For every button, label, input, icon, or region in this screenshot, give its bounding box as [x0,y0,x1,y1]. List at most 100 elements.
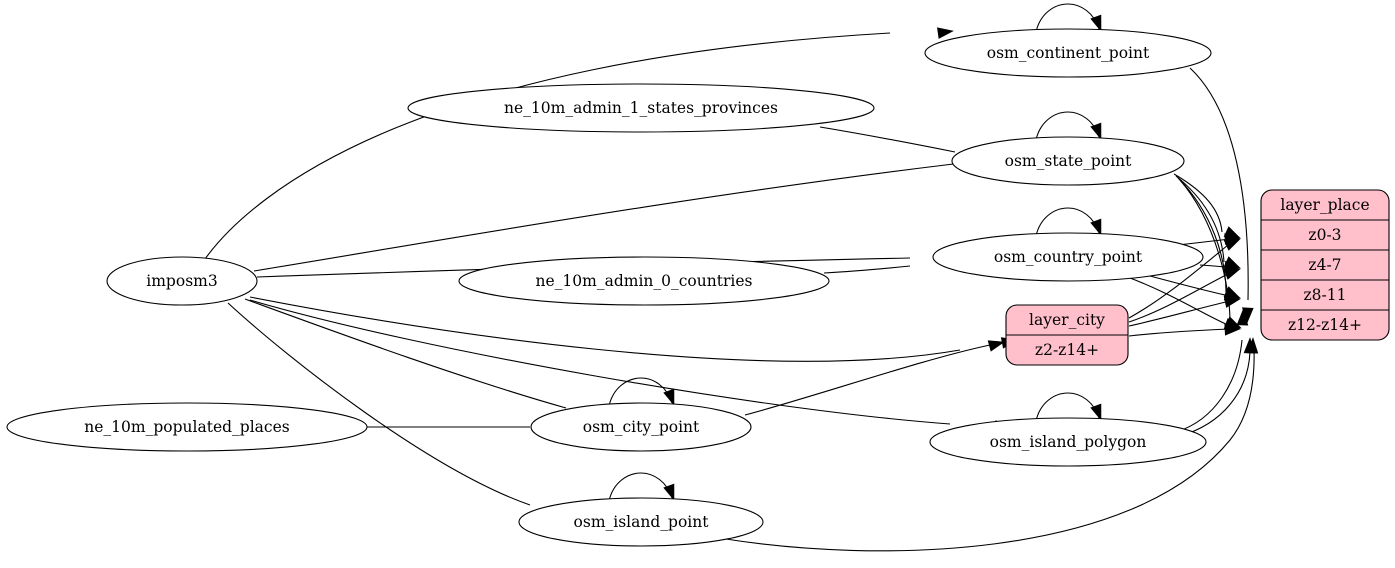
edge-path [1129,277,1229,326]
arrowhead-icon [1224,323,1241,336]
edge-path [1189,67,1249,301]
self-loop-path [1035,3,1100,33]
arrowhead-icon [663,483,675,501]
record-node-layer_city[interactable]: layer_city z2-z14+ [1005,304,1129,366]
record-title-layer_city: layer_city [1029,311,1105,329]
arrowhead-icon [1090,14,1102,32]
edge-path [204,32,891,260]
record-title-layer_place: layer_place [1280,196,1369,214]
self-loop-osm_country_point [1035,207,1102,237]
edge-imposm3-to-osm_continent_point [204,27,954,260]
node-label: osm_city_point [583,418,700,436]
edge-path [1173,173,1223,233]
edge-path [1175,175,1225,263]
node-label: osm_continent_point [987,44,1150,62]
self-loop-osm_state_point [1035,111,1102,141]
node-osm_continent_point[interactable]: osm_continent_point [924,28,1212,78]
nodes-layer: imposm3 ne_10m_admin_1_states_provincesne… [6,28,1212,547]
node-label: ne_10m_populated_places [84,418,289,436]
arrowhead-icon [987,340,1005,352]
node-label: ne_10m_admin_0_countries [536,272,753,290]
edge-imposm3-to-osm_city_point [244,298,626,425]
record-row-layer_place-z12[interactable]: z12-z14+ [1288,316,1362,334]
self-loop-path [1035,392,1100,422]
node-shape-ellipse [518,497,764,547]
arrowhead-icon [1090,122,1102,140]
node-osm_city_point[interactable]: osm_city_point [530,402,752,452]
self-loop-osm_island_polygon [1035,392,1102,422]
edge-path [244,298,567,409]
edge-layer_city-to-layer_place-z8-11 [1128,296,1241,327]
edge-osm_island_polygon-to-layer_place-z8-11 [1175,309,1249,433]
arrowhead-icon [1223,238,1241,251]
edge-path [725,347,1255,552]
self-loop-osm_continent_point [1035,3,1102,33]
record-nodes-layer: layer_place z0-3 z4-7 z8-11 z12-z14+ layer_ci… [1005,189,1390,366]
node-label: osm_country_point [994,248,1143,266]
arrowhead-icon [663,388,675,406]
node-label: ne_10m_admin_1_states_provinces [504,99,778,117]
node-osm_state_point[interactable]: osm_state_point [951,136,1185,186]
self-loop-path [608,377,673,407]
edge-path [819,126,956,153]
node-shape-ellipse [932,232,1204,282]
record-box [1260,189,1390,341]
node-label: osm_state_point [1005,152,1133,170]
node-osm_island_point[interactable]: osm_island_point [518,497,764,547]
edge-path [1128,328,1231,337]
node-ne_10m_admin_1_states_provinces[interactable]: ne_10m_admin_1_states_provinces [407,83,875,133]
edge-osm_city_point-to-layer_city [744,340,1005,416]
self-loop-osm_city_point [608,377,675,407]
arrowhead-icon [1246,337,1259,354]
edge-osm_island_point-to-layer_place-z12 [725,337,1259,552]
edge-path [1177,238,1231,246]
record-row-layer_place-z0-3[interactable]: z0-3 [1308,226,1341,244]
record-row-layer_place-z8-11[interactable]: z8-11 [1304,286,1347,304]
node-shape-ellipse [106,256,258,306]
arrowhead-icon [1090,403,1102,421]
arrowhead-icon [1236,309,1249,326]
edge-path [1128,300,1231,327]
edge-path [1128,244,1229,319]
node-label: osm_island_point [574,513,710,531]
node-imposm3[interactable]: imposm3 [106,256,258,306]
node-shape-ellipse [6,402,368,452]
arrowhead-icon [1090,218,1102,236]
node-shape-ellipse [924,28,1212,78]
self-loop-osm_island_point [608,472,675,502]
self-loops-layer [608,3,1102,502]
edge-layer_city-to-layer_place-z4-7 [1128,268,1241,323]
edge-path [744,344,991,416]
self-loop-path [1035,111,1100,141]
edge-path [823,265,911,274]
node-osm_island_polygon[interactable]: osm_island_polygon [929,417,1207,467]
node-ne_10m_populated_places[interactable]: ne_10m_populated_places [6,402,368,452]
node-label: imposm3 [146,272,217,290]
node-shape-ellipse [929,417,1207,467]
node-label: osm_island_polygon [990,433,1147,451]
arrowhead-icon [1223,296,1241,308]
node-ne_10m_admin_0_countries[interactable]: ne_10m_admin_0_countries [458,256,830,306]
edge-imposm3-to-layer_city [249,296,1018,362]
node-shape-ellipse [951,136,1185,186]
edge-path [249,299,951,425]
edge-layer_city-to-layer_place-z0-3 [1128,238,1241,319]
edge-path [1149,275,1231,297]
node-shape-ellipse [458,256,830,306]
node-osm_country_point[interactable]: osm_country_point [932,232,1204,282]
edge-path [253,157,1006,272]
self-loop-path [608,472,673,502]
record-row-layer_city-z2[interactable]: z2-z14+ [1035,341,1099,359]
edge-osm_continent_point-to-layer_place-z12 [1189,67,1254,324]
edge-path [1128,273,1229,323]
record-row-layer_place-z4-7[interactable]: z4-7 [1308,256,1341,274]
node-shape-ellipse [530,402,752,452]
edge-path [249,296,961,362]
edge-path [227,302,531,506]
self-loop-path [1035,207,1100,237]
node-shape-ellipse [407,83,875,133]
edge-path [1175,339,1243,433]
arrowhead-icon [1223,268,1241,280]
record-node-layer_place[interactable]: layer_place z0-3 z4-7 z8-11 z12-z14+ [1260,189,1390,341]
